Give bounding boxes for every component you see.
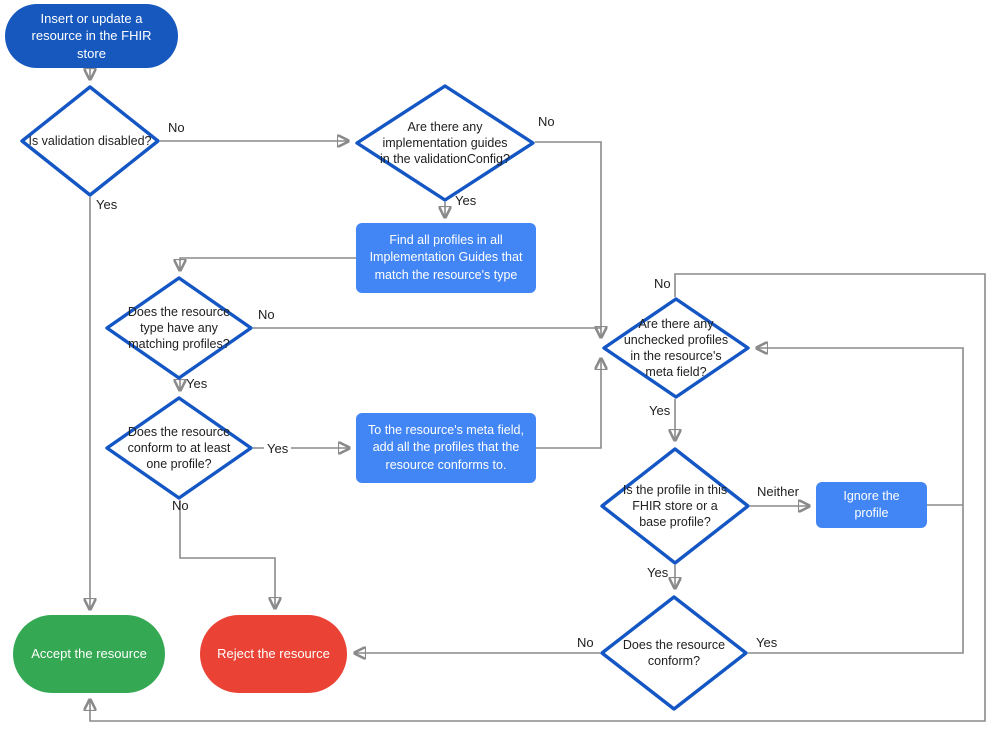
decision-unchecked-profiles-label: Are there any unchecked profiles in the …	[623, 316, 729, 380]
edge-label-matching-yes: Yes	[186, 376, 208, 391]
decision-profile-in-store-label: Is the profile in this FHIR store or a b…	[622, 482, 728, 530]
edge-label-matching-no: No	[258, 307, 275, 322]
decision-conform-one-profile-label: Does the resource conform to at least on…	[127, 424, 231, 472]
process-find-profiles-label: Find all profiles in all Implementation …	[369, 232, 523, 282]
edge-label-guides-yes: Yes	[455, 193, 477, 208]
edge-label-conform-one-no: No	[172, 498, 189, 513]
edge-label-conform-yes: Yes	[756, 635, 778, 650]
edge-label-profile-yes: Yes	[647, 565, 669, 580]
diamond-shape	[600, 595, 748, 711]
terminator-accept: Accept the resource	[13, 615, 165, 693]
process-ignore-profile-label: Ignore the profile	[843, 488, 900, 521]
edge-label-profile-neither: Neither	[757, 484, 799, 499]
diamond-shape	[105, 396, 253, 500]
edge-label-conform-one-yes: Yes	[264, 441, 292, 456]
decision-implementation-guides-label: Are there any implementation guides in t…	[380, 119, 510, 167]
terminator-start: Insert or update a resource in the FHIR …	[5, 4, 178, 68]
decision-matching-profiles: Does the resource type have any matching…	[105, 276, 253, 380]
process-add-profiles: To the resource's meta field, add all th…	[356, 413, 536, 483]
process-add-profiles-label: To the resource's meta field, add all th…	[368, 422, 524, 472]
decision-implementation-guides: Are there any implementation guides in t…	[355, 84, 535, 202]
process-ignore-profile: Ignore the profile	[816, 482, 927, 528]
edge-label-guides-no: No	[538, 114, 555, 129]
diamond-shape	[105, 276, 253, 380]
terminator-start-label: Insert or update a resource in the FHIR …	[31, 10, 152, 61]
edge-label-unchecked-yes: Yes	[649, 403, 671, 418]
decision-validation-disabled-label: Is validation disabled?	[28, 133, 152, 148]
terminator-reject: Reject the resource	[200, 615, 347, 693]
terminator-accept-label: Accept the resource	[31, 646, 147, 662]
decision-resource-conform: Does the resource conform?	[600, 595, 748, 711]
decision-validation-disabled: Is validation disabled?	[20, 85, 160, 197]
diamond-shape	[600, 447, 750, 565]
edge-label-validation-no: No	[168, 120, 185, 135]
decision-unchecked-profiles: Are there any unchecked profiles in the …	[602, 297, 750, 399]
diamond-shape	[355, 84, 535, 202]
decision-resource-conform-label: Does the resource conform?	[622, 637, 726, 668]
edge-label-validation-yes: Yes	[96, 197, 118, 212]
edge-label-conform-no: No	[577, 635, 594, 650]
process-find-profiles: Find all profiles in all Implementation …	[356, 223, 536, 293]
diamond-shape	[20, 85, 160, 197]
decision-profile-in-store: Is the profile in this FHIR store or a b…	[600, 447, 750, 565]
decision-conform-one-profile: Does the resource conform to at least on…	[105, 396, 253, 500]
decision-matching-profiles-label: Does the resource type have any matching…	[127, 304, 231, 352]
edge-label-unchecked-no: No	[654, 276, 671, 291]
diamond-shape	[602, 297, 750, 399]
terminator-reject-label: Reject the resource	[217, 646, 330, 662]
